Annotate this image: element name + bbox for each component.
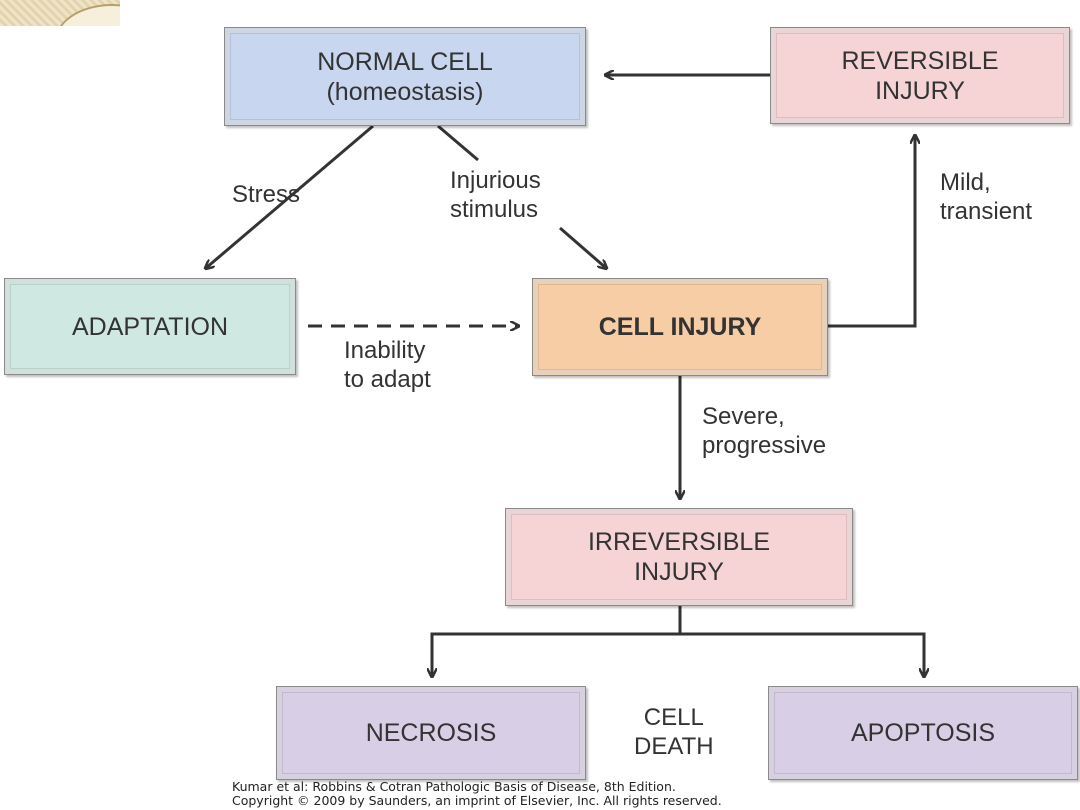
citation-line-2: Copyright © 2009 by Saunders, an imprint… — [232, 793, 722, 808]
cell-death-label: CELL DEATH — [634, 704, 714, 760]
mild-transient-label: Mild, transient — [940, 169, 1033, 225]
reversible-injury-label: REVERSIBLE INJURY — [841, 46, 999, 105]
arrow-irreversible-branch — [432, 606, 682, 676]
arrow-normal-to-stimulus — [437, 124, 479, 162]
necrosis-label: NECROSIS — [365, 719, 497, 747]
irreversible-injury-box: IRREVERSIBLE INJURY — [505, 508, 853, 606]
necrosis-box: NECROSIS — [276, 686, 586, 780]
citation-caption: Kumar et al: Robbins & Cotran Pathologic… — [232, 780, 722, 808]
citation-line-1: Kumar et al: Robbins & Cotran Pathologic… — [232, 779, 676, 794]
arrow-injury-to-reversible — [828, 136, 915, 328]
corner-decoration — [0, 0, 120, 26]
severe-progressive-label: Severe, progressive — [702, 403, 827, 459]
normal-cell-box: NORMAL CELL (homeostasis) — [224, 27, 586, 126]
irreversible-injury-label: IRREVERSIBLE INJURY — [587, 528, 770, 586]
inability-to-adapt-label: Inability to adapt — [344, 337, 431, 393]
arrow-normal-to-adaptation — [206, 124, 374, 268]
apoptosis-box: APOPTOSIS — [768, 686, 1078, 780]
injurious-stimulus-label: Injurious stimulus — [450, 167, 541, 223]
stress-label: Stress — [232, 181, 301, 208]
cell-injury-box: CELL INJURY — [532, 278, 828, 376]
normal-cell-label: NORMAL CELL (homeostasis) — [317, 47, 493, 106]
apoptosis-label: APOPTOSIS — [850, 719, 996, 747]
arrow-stimulus-to-injury — [559, 226, 606, 268]
adaptation-label: ADAPTATION — [71, 312, 229, 341]
adaptation-box: ADAPTATION — [4, 278, 296, 375]
cell-injury-label: CELL INJURY — [598, 313, 762, 341]
arrow-irreversible-branch-right — [680, 632, 924, 676]
reversible-injury-box: REVERSIBLE INJURY — [770, 27, 1070, 124]
